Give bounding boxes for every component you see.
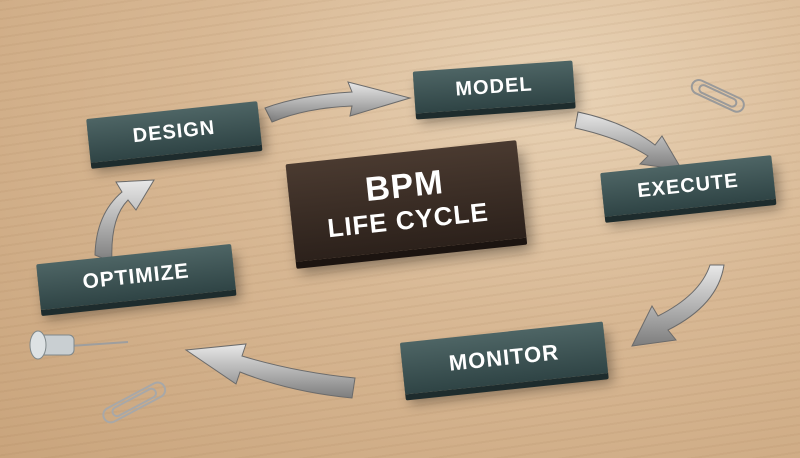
arrow-icon	[264, 81, 412, 123]
stage-label: OPTIMIZE	[81, 259, 191, 294]
stage-label: MODEL	[454, 72, 534, 101]
arrow-icon	[94, 179, 155, 263]
paperclip-icon	[102, 381, 167, 424]
arrow-icon	[184, 343, 356, 399]
arrow-icon	[574, 111, 683, 171]
stage-label: EXECUTE	[636, 169, 740, 202]
paperclip-icon	[690, 78, 745, 113]
arrow-icon	[631, 264, 725, 347]
stage-label: DESIGN	[131, 116, 217, 147]
stage-label: MONITOR	[447, 339, 561, 376]
pushpin-icon	[29, 330, 129, 360]
